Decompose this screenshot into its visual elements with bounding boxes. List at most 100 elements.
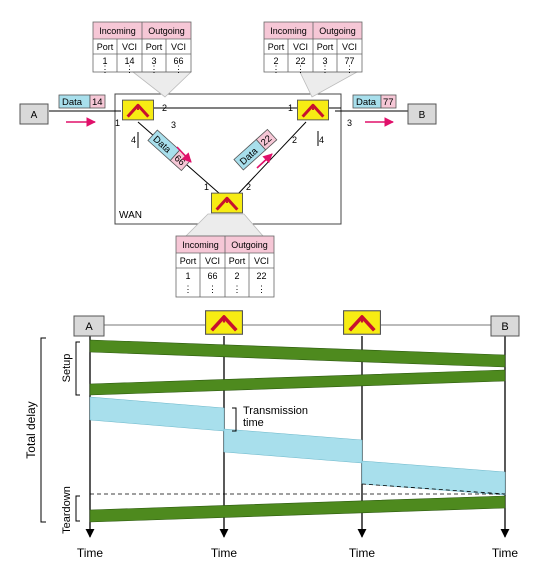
- timeline-host-a-label: A: [85, 321, 93, 333]
- table-col-port: Port: [146, 42, 163, 52]
- table-ellipsis: ⋮: [174, 64, 183, 74]
- port-label: 3: [347, 118, 352, 128]
- arrow-icon: [256, 153, 273, 169]
- timeline-host-b: B: [490, 315, 520, 337]
- data-tag-vci: 14: [92, 97, 103, 108]
- table-col-port: Port: [229, 256, 246, 266]
- time-label: Time: [211, 546, 238, 560]
- table-cell: 14: [124, 56, 134, 66]
- data-band-hop-1: [89, 396, 225, 432]
- data-tag-mid-left: Data 66: [147, 129, 192, 172]
- table-ellipsis: ⋮: [321, 64, 330, 74]
- table-col-port: Port: [317, 42, 334, 52]
- total-delay-label: Total delay: [24, 401, 38, 458]
- table-cell: 3: [322, 56, 327, 66]
- arrow-icon: [176, 146, 192, 163]
- port-label: 4: [131, 135, 136, 145]
- table-ellipsis: ⋮: [233, 284, 242, 294]
- time-label: Time: [492, 546, 519, 560]
- table-ellipsis: ⋮: [208, 284, 217, 294]
- table-col-vci: VCI: [342, 42, 357, 52]
- table-col-vci: VCI: [171, 42, 186, 52]
- table-header-incoming: Incoming: [182, 240, 219, 250]
- table-ellipsis: ⋮: [257, 284, 266, 294]
- port-label: 1: [115, 118, 120, 128]
- table-cell: 22: [295, 56, 305, 66]
- data-band-hop-3: [361, 460, 506, 496]
- port-label: 3: [171, 120, 176, 130]
- port-label: 2: [162, 103, 167, 113]
- switching-table-right: Incoming Outgoing Port VCI Port VCI 2 22…: [263, 21, 363, 74]
- table-ellipsis: ⋮: [296, 64, 305, 74]
- table-cell: 3: [151, 56, 156, 66]
- table-ellipsis: ⋮: [272, 64, 281, 74]
- table-header-outgoing: Outgoing: [319, 26, 356, 36]
- host-a-label: A: [31, 110, 38, 121]
- table-cell: 66: [173, 56, 183, 66]
- host-a: A: [19, 103, 49, 125]
- table-header-incoming: Incoming: [270, 26, 307, 36]
- direction-arrows: [66, 117, 394, 169]
- table-cell: 1: [102, 56, 107, 66]
- time-label: Time: [349, 546, 376, 560]
- table-header-outgoing: Outgoing: [231, 240, 268, 250]
- port-label: 1: [288, 103, 293, 113]
- table-cell: 2: [234, 271, 239, 281]
- port-label: 2: [246, 182, 251, 192]
- table-header-outgoing: Outgoing: [148, 26, 185, 36]
- port-labels: 1 2 3 4 1 2 1 2 3 4: [115, 103, 352, 192]
- teardown-band: [89, 495, 506, 523]
- table-ellipsis: ⋮: [101, 64, 110, 74]
- switching-table-bottom: Incoming Outgoing Port VCI Port VCI 1 66…: [175, 235, 275, 298]
- table-col-vci: VCI: [205, 256, 220, 266]
- switch-icon: [297, 99, 329, 121]
- switching-table-left: Incoming Outgoing Port VCI Port VCI 1 14…: [92, 21, 192, 74]
- table-header-incoming: Incoming: [99, 26, 136, 36]
- teardown-label: Teardown: [61, 486, 73, 534]
- table-col-port: Port: [180, 256, 197, 266]
- table-col-port: Port: [97, 42, 114, 52]
- host-b: B: [407, 103, 437, 125]
- setup-request-band: [89, 339, 506, 368]
- table-ellipsis: ⋮: [125, 64, 134, 74]
- host-box-icon: [407, 103, 437, 125]
- data-tag-left: Data 14: [58, 94, 106, 109]
- table-cell: 1: [185, 271, 190, 281]
- timeline-host-a: A: [73, 315, 105, 337]
- data-band-hop-2: [223, 428, 363, 464]
- table-cell: 22: [256, 271, 266, 281]
- table-col-port: Port: [268, 42, 285, 52]
- switch-icon: [205, 310, 243, 335]
- timing-diagram: Transmission time Setup Teardown Total d…: [24, 310, 520, 560]
- table-col-vci: VCI: [254, 256, 269, 266]
- table-cell: 66: [207, 271, 217, 281]
- host-box-icon: [19, 103, 49, 125]
- switch-icon: [211, 192, 243, 214]
- table-col-vci: VCI: [293, 42, 308, 52]
- setup-ack-band: [89, 369, 506, 396]
- port-label: 2: [292, 135, 297, 145]
- data-tag-vci: 77: [383, 97, 394, 108]
- table-cell: 2: [273, 56, 278, 66]
- data-tag-right: Data 77: [352, 94, 397, 109]
- host-box-icon: [73, 315, 105, 337]
- transmission-time-label: Transmission: [243, 405, 308, 417]
- data-tag-label: Data: [62, 97, 83, 108]
- host-box-icon: [490, 315, 520, 337]
- table-col-vci: VCI: [122, 42, 137, 52]
- table-ellipsis: ⋮: [184, 284, 193, 294]
- data-tag-label: Data: [356, 97, 377, 108]
- time-label: Time: [77, 546, 104, 560]
- host-b-label: B: [419, 110, 426, 121]
- wan-diagram: WAN A B 1 2 3 4 1 2 1 2: [19, 21, 437, 298]
- timeline-host-b-label: B: [501, 321, 508, 333]
- switch-icon: [122, 99, 154, 121]
- port-label: 4: [319, 135, 324, 145]
- table-ellipsis: ⋮: [345, 64, 354, 74]
- switch-icon: [343, 310, 381, 335]
- transmission-time-label-2: time: [243, 417, 264, 429]
- wan-label: WAN: [119, 210, 142, 221]
- table-ellipsis: ⋮: [150, 64, 159, 74]
- setup-label: Setup: [61, 354, 73, 383]
